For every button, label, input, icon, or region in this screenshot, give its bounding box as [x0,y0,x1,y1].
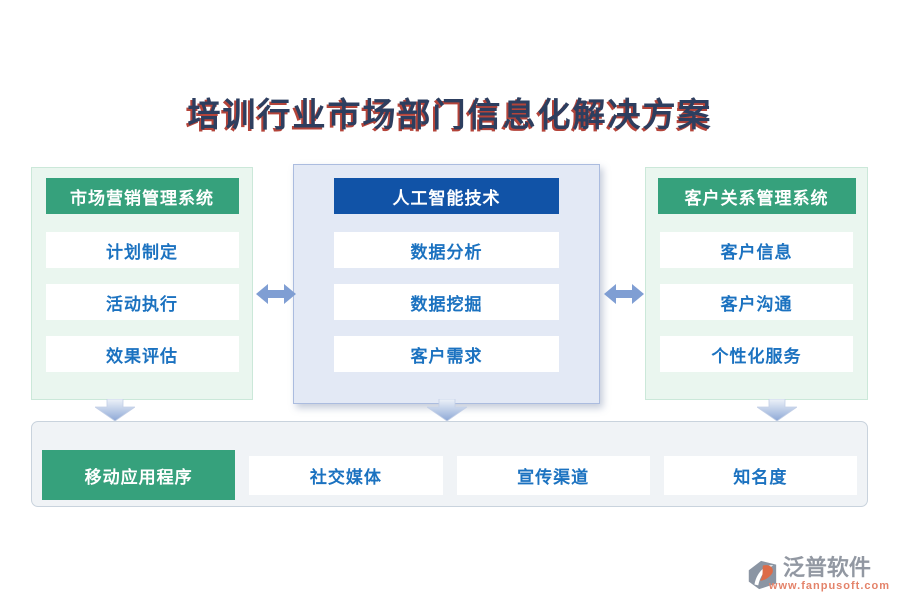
bottom-item-promo-channels: 宣传渠道 [456,455,650,495]
marketing-item-execution: 活动执行 [45,284,239,320]
ai-item-data-analysis: 数据分析 [334,232,559,268]
left-right-arrow-icon [256,284,296,304]
watermark-brand: 泛普软件 [782,555,871,580]
marketing-item-evaluation: 效果评估 [45,336,239,372]
crm-item-customer-info: 客户信息 [660,232,853,268]
down-arrow-icon [757,399,797,421]
left-right-arrow-icon [604,284,644,304]
crm-item-customer-communication: 客户沟通 [660,284,853,320]
crm-system-header: 客户关系管理系统 [657,178,856,214]
panel-crm-system: 客户关系管理系统 客户信息 客户沟通 个性化服务 [645,167,868,400]
panel-ai-technology: 人工智能技术 数据分析 数据挖掘 客户需求 [293,164,600,404]
ai-item-customer-needs: 客户需求 [334,336,559,372]
ai-item-data-mining: 数据挖掘 [334,284,559,320]
bottom-channels-row: 移动应用程序 社交媒体 宣传渠道 知名度 [42,450,857,500]
bottom-item-brand-awareness: 知名度 [663,455,857,495]
down-arrow-icon [427,399,467,421]
fanpu-logo-icon [748,560,777,590]
panel-marketing-system: 市场营销管理系统 计划制定 活动执行 效果评估 [31,167,253,400]
marketing-item-plan: 计划制定 [45,232,239,268]
ai-technology-header: 人工智能技术 [334,178,559,214]
marketing-system-header: 市场营销管理系统 [45,178,239,214]
bottom-item-social-media: 社交媒体 [249,455,443,495]
watermark-text: 泛普软件 www.fanpusoft.com [769,555,890,593]
page-title: 培训行业市场部门信息化解决方案 [187,98,713,134]
watermark: 泛普软件 www.fanpusoft.com [745,556,890,592]
bottom-channels-bar: 移动应用程序 社交媒体 宣传渠道 知名度 [31,421,868,507]
watermark-url: www.fanpusoft.com [768,580,890,592]
crm-item-personalized-service: 个性化服务 [660,336,853,372]
bottom-item-mobile-app: 移动应用程序 [42,450,236,500]
down-arrow-icon [95,399,135,421]
